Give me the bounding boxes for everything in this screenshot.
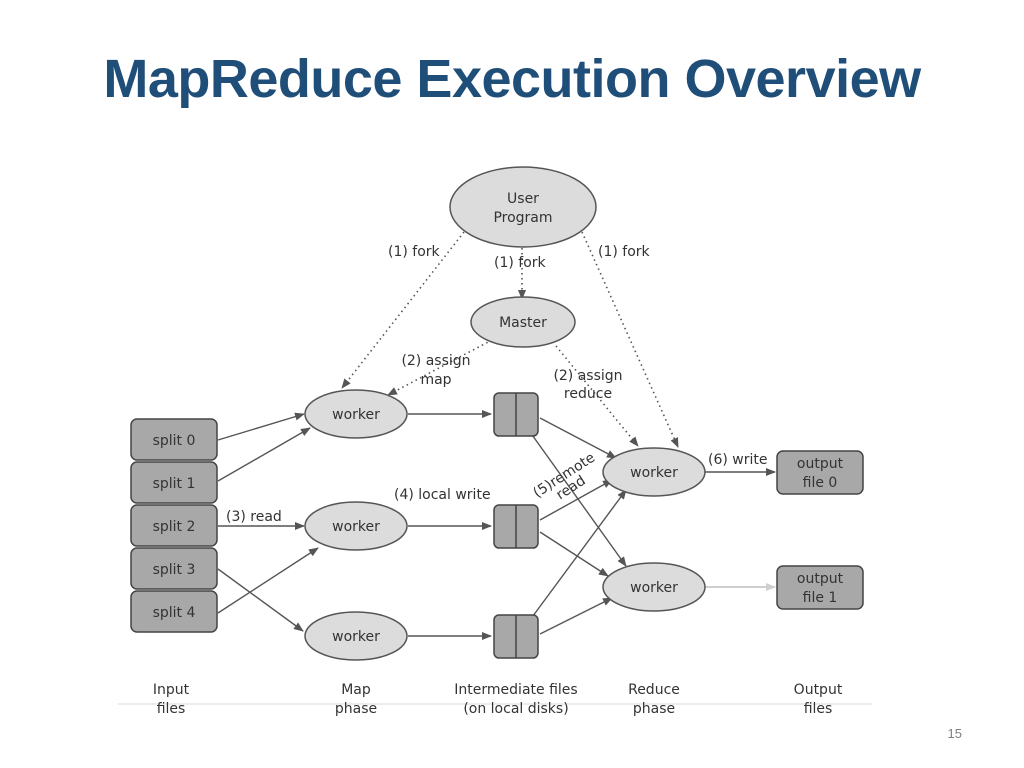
intermediate-file-3	[493, 614, 539, 659]
edge-file3-reducer1	[529, 489, 627, 621]
split-1-box: split 1	[130, 461, 218, 504]
worker-label: worker	[630, 465, 678, 481]
phase-map-line2: phase	[335, 701, 377, 717]
edge-split3-worker3	[217, 568, 304, 632]
label-assign-map-line2: map	[420, 372, 451, 388]
intermediate-file-2	[493, 504, 539, 549]
page-number: 15	[947, 726, 962, 741]
slide-title: MapReduce Execution Overview	[103, 49, 921, 109]
split-3-box: split 3	[130, 547, 218, 590]
worker-label: worker	[332, 629, 380, 645]
phase-input-line1: Input	[153, 682, 190, 698]
label-assign-reduce-line2: reduce	[564, 386, 612, 402]
user-program-node: User Program	[449, 166, 597, 248]
output-label-line1: output	[797, 456, 844, 472]
map-worker-3: worker	[304, 611, 408, 661]
edge-split1-worker1	[217, 427, 311, 482]
split-label: split 3	[153, 562, 196, 578]
edge-file2-reducer1	[539, 479, 613, 521]
map-worker-1: worker	[304, 389, 408, 439]
phase-intermediate-line2: (on local disks)	[463, 701, 568, 717]
edge-file3-reducer2	[539, 597, 613, 635]
output-file-0-box: output file 0	[776, 450, 864, 495]
label-read: (3) read	[226, 509, 282, 525]
label-fork-mid: (1) fork	[494, 255, 547, 271]
phase-input-line2: files	[157, 701, 186, 717]
master-label: Master	[499, 315, 547, 331]
user-program-label-line1: User	[507, 191, 539, 207]
split-4-box: split 4	[130, 590, 218, 633]
phase-output-line2: files	[804, 701, 833, 717]
reduce-worker-1: worker	[602, 447, 706, 497]
split-label: split 4	[153, 605, 196, 621]
edge-split4-worker2	[217, 547, 319, 614]
label-fork-right: (1) fork	[598, 244, 651, 260]
map-worker-2: worker	[304, 501, 408, 551]
label-assign-map-line1: (2) assign	[401, 353, 470, 369]
phase-reduce-line1: Reduce	[628, 682, 680, 698]
worker-label: worker	[332, 407, 380, 423]
output-label-line2: file 0	[803, 475, 838, 491]
phase-intermediate-line1: Intermediate files	[454, 682, 577, 698]
split-label: split 0	[153, 433, 196, 449]
worker-label: worker	[630, 580, 678, 596]
phase-map-line1: Map	[341, 682, 371, 698]
user-program-label-line2: Program	[493, 210, 552, 226]
phase-reduce-line2: phase	[633, 701, 675, 717]
split-2-box: split 2	[130, 504, 218, 547]
output-label-line1: output	[797, 571, 844, 587]
split-label: split 2	[153, 519, 196, 535]
label-fork-left: (1) fork	[388, 244, 441, 260]
edge-file1-reducer1	[539, 417, 617, 459]
edge-fork-right	[581, 231, 679, 448]
edge-file2-reducer2	[539, 531, 609, 577]
edge-fork-left	[341, 231, 465, 389]
reduce-worker-2: worker	[602, 562, 706, 612]
label-local-write: (4) local write	[394, 487, 491, 503]
phase-output-line1: Output	[794, 682, 843, 698]
output-label-line2: file 1	[803, 590, 838, 606]
master-node: Master	[470, 296, 576, 348]
output-file-1-box: output file 1	[776, 565, 864, 610]
split-label: split 1	[153, 476, 196, 492]
split-0-box: split 0	[130, 418, 218, 461]
label-assign-reduce-line1: (2) assign	[553, 368, 622, 384]
worker-label: worker	[332, 519, 380, 535]
intermediate-file-1	[493, 392, 539, 437]
label-write: (6) write	[708, 452, 767, 468]
edge-split0-worker1	[217, 412, 305, 441]
